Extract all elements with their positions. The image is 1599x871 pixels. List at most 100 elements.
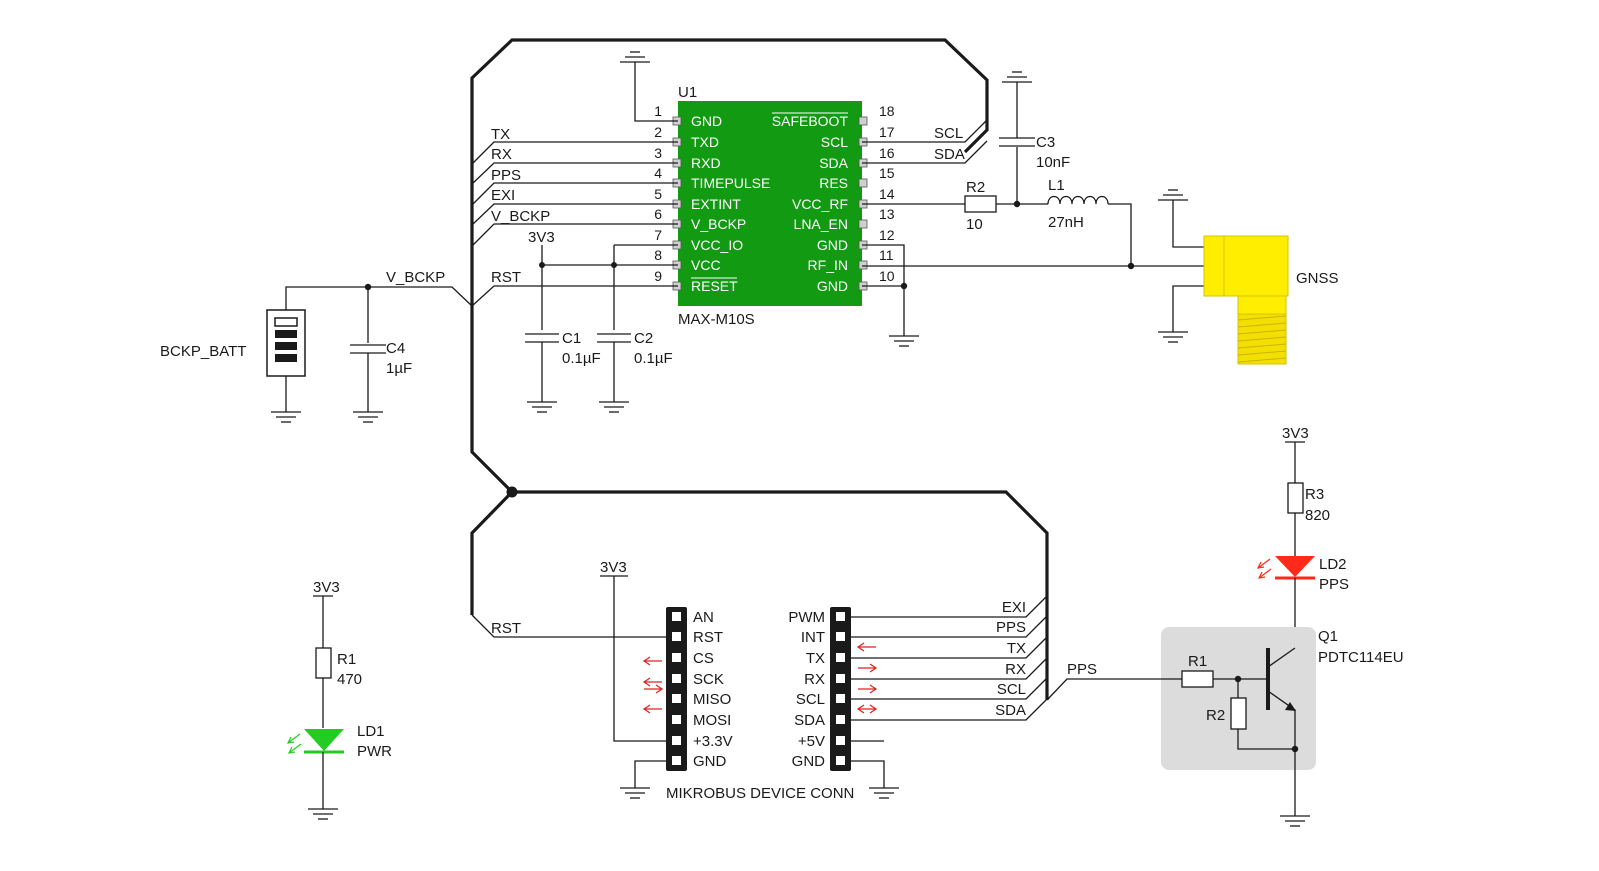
u1-pin-name: VCC: [691, 257, 721, 273]
mikrobus-pin-left: SCK: [693, 671, 724, 688]
u1-pin-number: 6: [654, 206, 662, 222]
u1-pin-number: 17: [879, 124, 895, 140]
net-pps: PPS: [491, 167, 521, 184]
battery-label: BCKP_BATT: [160, 343, 246, 360]
u1-pin-name: V_BCKP: [691, 216, 746, 232]
net-rx: RX: [491, 146, 512, 163]
net-sda-u1: SDA: [934, 146, 965, 163]
c2-capacitor: [597, 333, 631, 413]
u1-pin-number: 11: [879, 247, 894, 263]
c4-ref: C4: [386, 340, 405, 357]
gnss-label: GNSS: [1296, 270, 1339, 287]
mikrobus-net-label: TX: [1007, 640, 1026, 657]
r3-value: 820: [1305, 507, 1330, 524]
u1-pin-number: 10: [879, 268, 895, 284]
r1-value: 470: [337, 671, 362, 688]
u1-pin-number: 18: [879, 103, 895, 119]
u1-pin-name: GND: [817, 278, 848, 294]
mikrobus-pin-right: +5V: [798, 733, 825, 750]
lower-bus-outline: [470, 490, 1049, 700]
net-scl-u1: SCL: [934, 125, 963, 142]
mikrobus-pin-right: GND: [792, 753, 826, 770]
ld1-value: PWR: [357, 743, 392, 760]
net-3v3-ld1: 3V3: [313, 579, 340, 596]
u1-pin-number: 4: [654, 165, 662, 181]
r2-ref: R2: [966, 179, 985, 196]
gnss-connector: [1157, 189, 1289, 365]
l1-ref: L1: [1048, 177, 1065, 194]
r3-ref: R3: [1305, 486, 1324, 503]
c2-ref: C2: [634, 330, 653, 347]
pps-led-circuit: [1256, 441, 1315, 648]
mikrobus-pin-left: MISO: [693, 691, 731, 708]
ld2-value: PPS: [1319, 576, 1349, 593]
net-v-bckp: V_BCKP: [491, 208, 550, 225]
mikrobus-direction-arrows: [642, 642, 878, 714]
upper-bus-outline: [470, 38, 989, 494]
ld1-ref: LD1: [357, 723, 385, 740]
mikrobus-pin-right: SCL: [796, 691, 825, 708]
mikrobus-pin-left: RST: [693, 629, 723, 646]
u1-chip-body: [678, 101, 862, 306]
mikrobus-title: MIKROBUS DEVICE CONN: [666, 785, 854, 802]
mikrobus-pin-left: +3.3V: [693, 733, 733, 750]
u1-pin-number: 2: [654, 124, 662, 140]
net-rst: RST: [491, 269, 521, 286]
l1-value: 27nH: [1048, 214, 1084, 231]
u1-pin-number: 16: [879, 145, 895, 161]
u1-pin-name: VCC_IO: [691, 237, 743, 253]
c3-ref: C3: [1036, 134, 1055, 151]
u1-pin-name: LNA_EN: [794, 216, 848, 232]
mikrobus-pin-left: CS: [693, 650, 714, 667]
u1-part: MAX-M10S: [678, 311, 755, 328]
q1-transistor: [1046, 627, 1316, 827]
u1-pin-name: SCL: [821, 134, 848, 150]
mikrobus-pin-right: TX: [806, 650, 825, 667]
mikrobus-net-label: SDA: [995, 702, 1026, 719]
u1-pin-name: RF_IN: [808, 257, 848, 273]
net-pps-q1: PPS: [1067, 661, 1097, 678]
mikrobus-pin-right: SDA: [794, 712, 825, 729]
u1-pin-number: 7: [654, 227, 662, 243]
c1-capacitor: [525, 333, 559, 413]
u1-pin-number: 12: [879, 227, 895, 243]
r1-ref: R1: [337, 651, 356, 668]
u1-pin-number: 8: [654, 247, 662, 263]
power-led-circuit: [286, 595, 344, 820]
net-exi: EXI: [491, 187, 515, 204]
net-rst-mikrobus: RST: [491, 620, 521, 637]
c4-value: 1µF: [386, 360, 412, 377]
net-v-bckp-batt: V_BCKP: [386, 269, 445, 286]
mikrobus-pin-left: AN: [693, 609, 714, 626]
u1-pin-number: 9: [654, 268, 662, 284]
net-3v3-mikrobus: 3V3: [600, 559, 627, 576]
mikrobus-net-label: SCL: [997, 681, 1026, 698]
u1-pin-number: 15: [879, 165, 895, 181]
u1-pin-name: RESET: [691, 278, 738, 294]
u1-left-nets: [471, 51, 678, 330]
q1-r1-label: R1: [1188, 653, 1207, 670]
u1-pin-number: 1: [654, 103, 662, 119]
u1-pin-name: VCC_RF: [792, 196, 848, 212]
c3-value: 10nF: [1036, 154, 1070, 171]
u1-pin-number: 3: [654, 145, 662, 161]
c2-value: 0.1µF: [634, 350, 673, 367]
u1-pins: 1GND2TXD3RXD4TIMEPULSE5EXTINT6V_BCKP7VCC…: [654, 103, 895, 294]
u1-ref: U1: [678, 84, 697, 101]
net-3v3-ld2: 3V3: [1282, 425, 1309, 442]
u1-pin-name: RES: [819, 175, 848, 191]
mikrobus-net-label: EXI: [1002, 599, 1026, 616]
mikrobus-net-label: RX: [1005, 661, 1026, 678]
mikrobus-pin-right: RX: [804, 671, 825, 688]
net-3v3-u1: 3V3: [528, 229, 555, 246]
mikrobus-net-label: PPS: [996, 619, 1026, 636]
c1-value: 0.1µF: [562, 350, 601, 367]
c1-ref: C1: [562, 330, 581, 347]
u1-pin-number: 5: [654, 186, 662, 202]
u1-pin-name: TXD: [691, 134, 719, 150]
u1-pin-name: EXTINT: [691, 196, 741, 212]
r2-value: 10: [966, 216, 983, 233]
mikrobus-pin-right: PWM: [788, 609, 825, 626]
ld2-ref: LD2: [1319, 556, 1347, 573]
u1-pin-number: 13: [879, 206, 895, 222]
